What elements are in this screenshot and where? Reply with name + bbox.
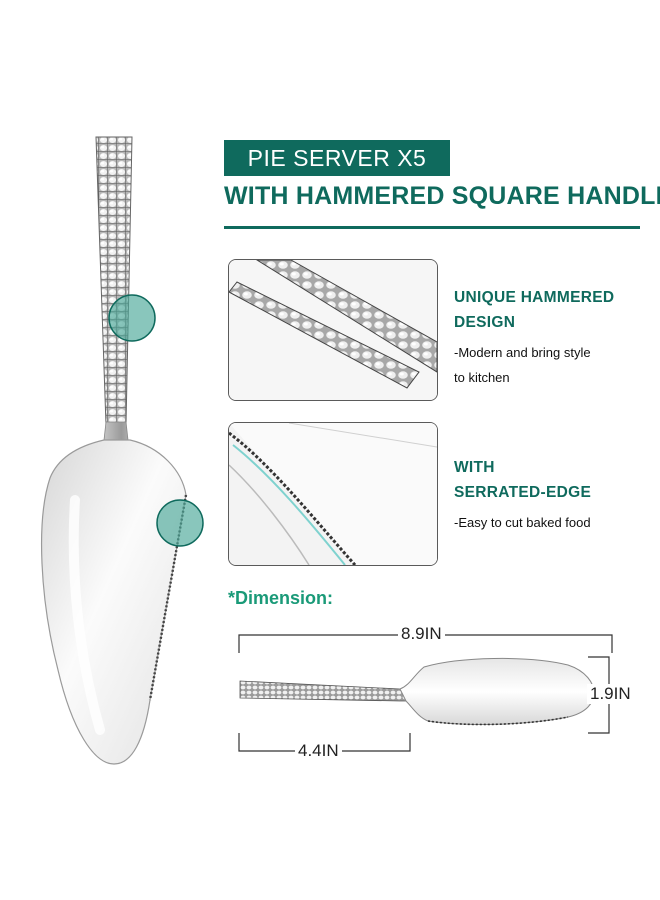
serrated-closeup-image — [229, 423, 437, 565]
dimension-handle-length: 4.4IN — [295, 741, 342, 761]
feature-serrated-title: WITH SERRATED-EDGE — [454, 455, 591, 505]
dimension-total-length: 8.9IN — [398, 624, 445, 644]
dimension-diagram — [238, 634, 613, 752]
feature-hammered-title-line2: DESIGN — [454, 314, 516, 331]
product-badge: PIE SERVER X5 — [224, 140, 450, 176]
headline-rule — [224, 226, 640, 229]
headline: WITH HAMMERED SQUARE HANDLE — [224, 182, 660, 210]
dimension-width: 1.9IN — [587, 684, 634, 704]
hammered-closeup-image — [229, 260, 437, 400]
blade-shape — [40, 439, 187, 765]
highlight-circle-handle — [108, 294, 156, 342]
handle-shape — [95, 136, 133, 426]
feature-hammered-title: UNIQUE HAMMERED DESIGN — [454, 285, 614, 335]
feature-hammered-desc-line1: -Modern and bring style — [454, 345, 591, 360]
feature-serrated-title-line1: WITH — [454, 459, 495, 476]
feature-serrated-desc: -Easy to cut baked food — [454, 510, 591, 535]
feature-hammered-desc: -Modern and bring style to kitchen — [454, 340, 591, 390]
dimension-heading: *Dimension: — [228, 588, 334, 608]
feature-hammered-title-line1: UNIQUE HAMMERED — [454, 289, 615, 306]
hammered-closeup-panel — [228, 259, 438, 401]
serrated-closeup-panel — [228, 422, 438, 566]
highlight-circle-edge — [156, 499, 204, 547]
serrated-edge — [148, 494, 188, 701]
feature-hammered-desc-line2: to kitchen — [454, 370, 510, 385]
feature-serrated-title-line2: SERRATED-EDGE — [454, 484, 592, 501]
feature-serrated-desc-line1: -Easy to cut baked food — [454, 515, 591, 530]
